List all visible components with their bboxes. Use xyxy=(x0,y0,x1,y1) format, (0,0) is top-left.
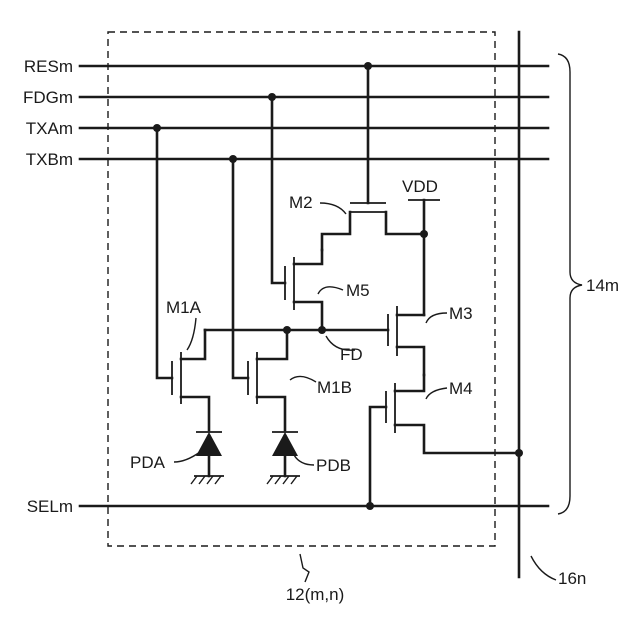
pixel-boundary xyxy=(108,32,495,546)
label-txb: TXBm xyxy=(26,150,73,169)
label-column-line: 16n xyxy=(558,569,586,588)
label-m3: M3 xyxy=(449,304,473,323)
control-lines xyxy=(80,66,548,506)
label-pdb: PDB xyxy=(316,456,351,475)
label-res: RESm xyxy=(24,57,73,76)
label-fdg: FDGm xyxy=(23,88,73,107)
label-txa: TXAm xyxy=(26,119,73,138)
label-sel: SELm xyxy=(27,497,73,516)
photodiode-pda xyxy=(191,432,224,484)
transistor-m3 xyxy=(388,306,424,375)
label-pda: PDA xyxy=(130,453,166,472)
transistor-m1b xyxy=(248,330,287,430)
photodiode-pdb xyxy=(267,432,300,484)
label-m1b: M1B xyxy=(317,378,352,397)
leader-lines xyxy=(174,203,556,582)
label-pixel: 12(m,n) xyxy=(286,585,345,604)
transistor-m5 xyxy=(285,250,322,330)
transistor-m2 xyxy=(322,203,424,250)
bus-brace xyxy=(558,54,582,514)
label-fd: FD xyxy=(340,345,363,364)
label-m2: M2 xyxy=(289,193,313,212)
label-m4: M4 xyxy=(449,379,473,398)
label-m5: M5 xyxy=(346,281,370,300)
label-vdd: VDD xyxy=(402,177,438,196)
label-bus: 14m xyxy=(586,276,619,295)
label-m1a: M1A xyxy=(166,298,202,317)
